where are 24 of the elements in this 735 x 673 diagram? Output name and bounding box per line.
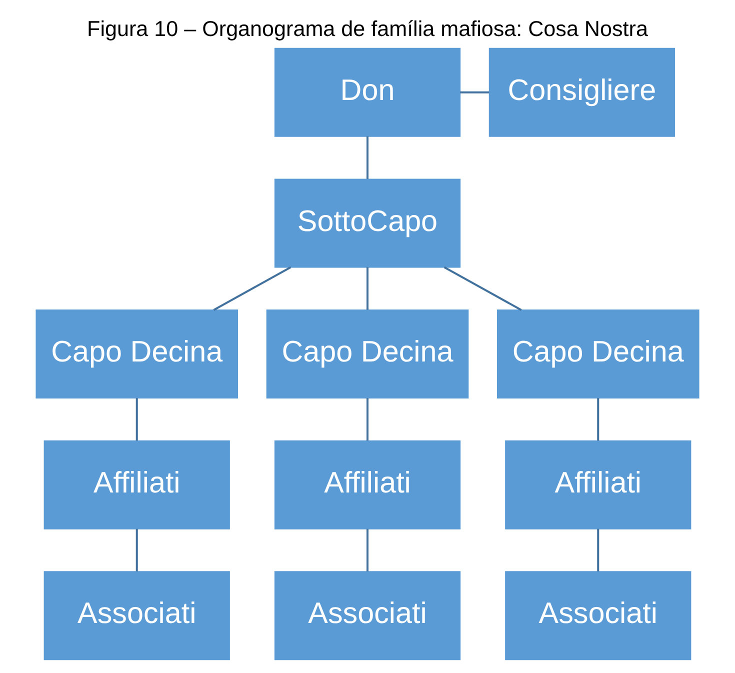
connector [366, 398, 369, 441]
node-box: Consigliere [488, 48, 675, 137]
connector [460, 91, 490, 94]
connector [136, 528, 138, 572]
node-box: SottoCapo [274, 178, 461, 268]
node-box: Affiliati [44, 440, 230, 530]
connector [444, 266, 522, 311]
node-box: Capo Decina [36, 310, 238, 399]
connector [366, 528, 369, 572]
node-box: Capo Decina [496, 310, 700, 399]
node-box: Don [274, 48, 461, 137]
node-box: Affiliati [274, 440, 461, 530]
connector [136, 398, 138, 441]
diagram-title: Figura 10 – Organograma de família mafiosa: Cosa Nostra [87, 16, 648, 42]
connector [597, 528, 600, 572]
connector [597, 398, 600, 441]
node-box: Capo Decina [266, 310, 469, 399]
node-box: Affiliati [505, 440, 692, 530]
node-box: Associati [44, 571, 230, 660]
node-box: Associati [505, 571, 692, 660]
node-box: Associati [274, 571, 461, 660]
connector [366, 267, 369, 310]
connector [366, 136, 369, 179]
connector [213, 266, 292, 311]
